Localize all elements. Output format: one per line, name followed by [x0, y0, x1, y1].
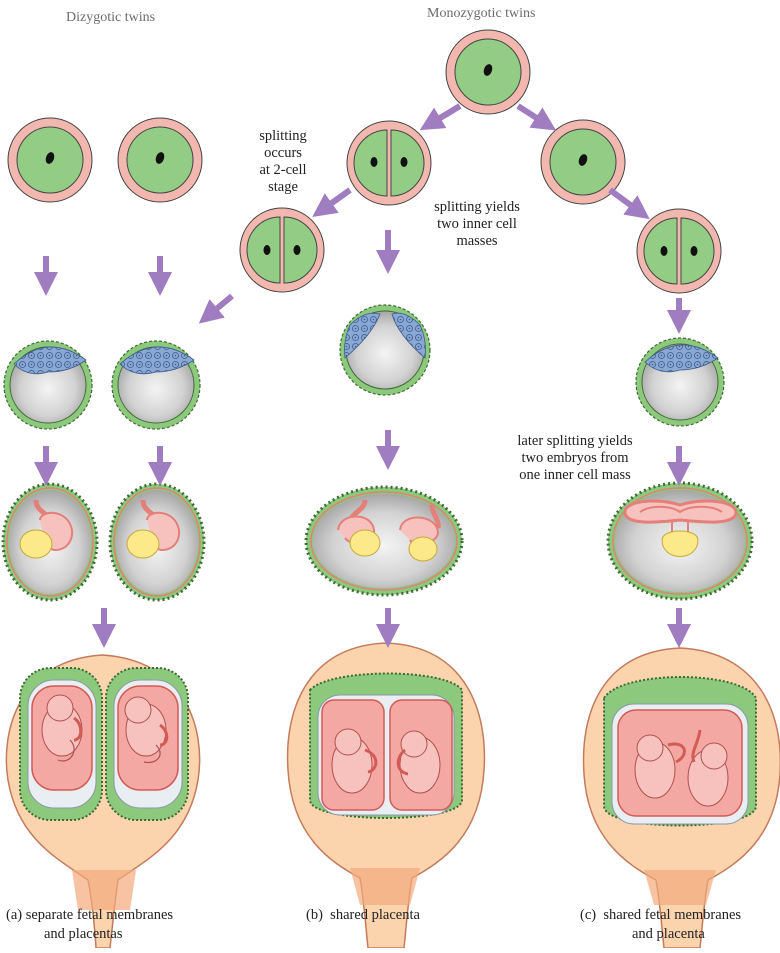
caption-a: (a) separate fetal membranes — [6, 906, 206, 924]
caption-a-line2: and placentas — [44, 926, 123, 942]
annotation-line: splitting — [259, 128, 307, 144]
fetus-b-right — [396, 730, 441, 794]
caption-c-marker: (c) — [580, 907, 597, 923]
blastocyst-a-left — [3, 340, 93, 430]
purple-arrow-icon — [198, 293, 234, 324]
uterus-b — [286, 642, 486, 949]
dizygotic-header: Dizygotic twins — [66, 10, 156, 25]
implanted-embryos-b — [304, 485, 464, 597]
fetus-a-left — [41, 694, 83, 762]
implanted-embryos-c — [606, 481, 754, 601]
zygote-dizygotic-right — [117, 117, 203, 203]
annotation-line: splitting yields — [434, 199, 520, 215]
zygote-monozygotic — [445, 29, 531, 115]
annotation-line: two inner cell — [437, 216, 517, 232]
blastocyst-c — [635, 337, 725, 427]
annotation-line: occurs — [264, 145, 302, 161]
monozygotic-header: Monozygotic twins — [427, 6, 536, 21]
annotation-line: two embryos from — [521, 450, 629, 466]
annotation-line: masses — [456, 233, 498, 249]
caption-c-line1: shared fetal membranes — [603, 907, 742, 923]
two-cell-embryo-early — [346, 120, 432, 206]
fetus-b-left — [331, 728, 378, 794]
zygote-c-branch — [540, 119, 626, 205]
purple-arrow-icon — [312, 187, 352, 217]
fetus-c-right — [687, 729, 729, 807]
caption-c-line2: and placenta — [632, 926, 705, 942]
zygote-dizygotic-left — [7, 117, 93, 203]
caption-a-marker: (a) — [6, 907, 23, 923]
blastocyst-a-right — [111, 340, 201, 430]
annotation-later-split: later splitting yields two embryos from … — [500, 433, 650, 484]
caption-b-marker: (b) — [306, 907, 323, 923]
implanted-embryo-a-left — [1, 482, 99, 602]
fetus-c-left — [634, 734, 686, 799]
annotation-line: one inner cell mass — [519, 467, 631, 483]
purple-arrow-icon — [419, 103, 462, 131]
fetus-a-right — [124, 696, 169, 764]
annotation-line: stage — [268, 179, 298, 195]
caption-b-line1: shared placenta — [330, 907, 420, 923]
two-cell-embryo-c — [636, 208, 722, 294]
annotation-line: later splitting yields — [517, 433, 633, 449]
purple-arrow-icon — [608, 187, 650, 220]
caption-c: (c) shared fetal membranes — [580, 906, 741, 924]
blastocyst-b — [339, 304, 431, 396]
arrows — [34, 103, 691, 648]
uterus-c — [582, 647, 780, 949]
purple-arrow-icon — [516, 103, 557, 131]
annotation-inner-cell-split: splitting yields two inner cell masses — [415, 199, 539, 250]
implanted-embryo-a-right — [108, 482, 206, 602]
annotation-line: at 2-cell — [259, 162, 307, 178]
two-cell-split-embryo — [239, 207, 325, 293]
uterus-a — [5, 654, 201, 949]
caption-b: (b) shared placenta — [306, 906, 420, 924]
annotation-two-cell-split: splitting occurs at 2-cell stage — [246, 128, 320, 196]
caption-a-line1: separate fetal membranes — [25, 907, 174, 923]
